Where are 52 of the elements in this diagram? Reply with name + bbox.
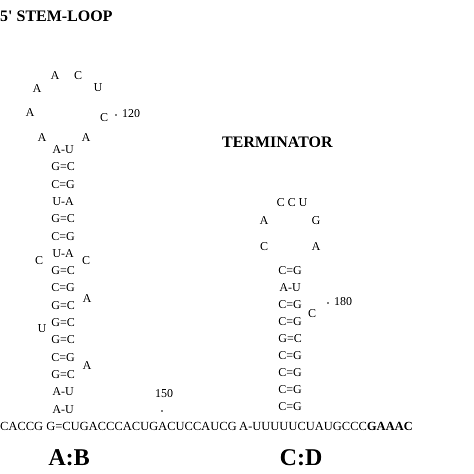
position-number: 120 [122, 107, 140, 119]
base-label: A [26, 106, 34, 118]
base-label: A-U [52, 143, 74, 155]
base-label: C [82, 254, 90, 266]
base-label: G=C [278, 332, 302, 344]
panel-label: C:D [280, 446, 322, 470]
base-label: C=G [51, 350, 75, 363]
base-label: A [38, 131, 46, 143]
base-label: G=C [51, 264, 75, 276]
base-label: A-U [52, 402, 74, 414]
base-label: C=G [278, 349, 302, 361]
base-label: C=G [51, 230, 75, 242]
heading: TERMINATOR [222, 135, 333, 151]
sequence-text: CACCG G=CUGACCCACUGACUCCAUCG A-UUUUUCUAUGCCCGAAAC [0, 420, 413, 432]
base-label: G=C [51, 212, 75, 224]
position-number: 150 [155, 387, 173, 399]
base-label: A [312, 240, 320, 252]
base-label: A-U [279, 281, 301, 293]
base-label: A [82, 131, 90, 143]
base-label: C [100, 111, 108, 123]
panel-label: A:B [48, 446, 90, 470]
base-label: C=G [51, 281, 75, 294]
base-label: A-U [52, 385, 74, 398]
position-number: 180 [334, 295, 352, 307]
base-label: A [32, 82, 42, 94]
base-label: G=C [51, 368, 75, 380]
base-label: C=G [278, 400, 302, 412]
base-label: C=G [278, 315, 302, 327]
base-label: A [82, 359, 92, 371]
base-label: C=G [278, 298, 302, 310]
base-label: A [260, 214, 268, 226]
base-label: G=C [51, 160, 75, 172]
base-label: U-A [52, 246, 74, 259]
base-label: C C U [276, 196, 308, 208]
base-label: C=G [278, 264, 302, 276]
base-label: G=C [51, 298, 75, 311]
base-label: U-A [52, 194, 74, 207]
base-label: G=C [51, 316, 75, 328]
base-label: A [50, 69, 60, 81]
base-label: A [82, 292, 92, 304]
base-label: U [38, 322, 46, 334]
base-label: C [260, 240, 268, 252]
base-label: C [35, 254, 43, 266]
base-label: G=C [51, 333, 75, 346]
base-label: C=G [278, 366, 302, 378]
base-label: C=G [51, 178, 75, 190]
heading: 5' STEM-LOOP [0, 9, 112, 25]
base-label: U [94, 81, 102, 93]
base-label: C [308, 307, 316, 319]
base-label: C=G [278, 383, 302, 395]
base-label: G [312, 214, 320, 226]
base-label: C [74, 69, 82, 81]
